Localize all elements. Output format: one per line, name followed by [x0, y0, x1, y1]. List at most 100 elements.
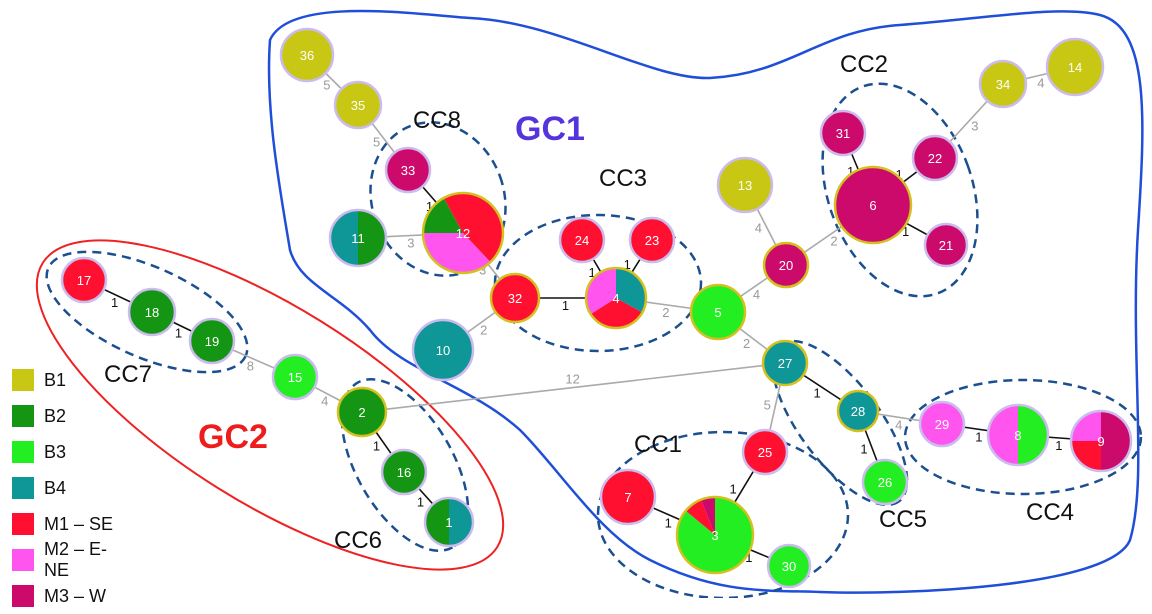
node-15-slice — [273, 355, 317, 399]
node-19[interactable]: 19 — [188, 317, 236, 365]
edge-label-27-25: 5 — [764, 398, 771, 413]
node-33[interactable]: 33 — [384, 146, 432, 194]
node-15[interactable]: 15 — [271, 353, 319, 401]
edge-label-5-20: 4 — [753, 287, 760, 302]
edge-label-24-4: 1 — [588, 265, 595, 280]
node-10[interactable]: 10 — [411, 318, 475, 382]
node-3[interactable]: 3 — [675, 495, 755, 575]
node-17[interactable]: 17 — [60, 256, 108, 304]
node-22[interactable]: 22 — [911, 134, 959, 182]
legend-item-m2: M2 – E-NE — [12, 539, 132, 580]
node-30[interactable]: 30 — [766, 543, 812, 589]
edge-label-6-21: 1 — [902, 224, 909, 239]
node-25[interactable]: 25 — [741, 428, 789, 476]
node-10-slice — [413, 320, 473, 380]
node-21[interactable]: 21 — [923, 222, 969, 268]
node-6[interactable]: 6 — [833, 165, 913, 245]
node-26-slice — [863, 460, 907, 504]
legend-item-b2: B2 — [12, 398, 132, 434]
cc-outline-cc6 — [340, 378, 470, 552]
cc-label-cc8: CC8 — [413, 107, 461, 134]
node-36-slice — [281, 29, 333, 81]
legend-item-m1: M1 – SE — [12, 506, 132, 542]
node-28-slice — [838, 391, 878, 431]
group-label-gc2: GC2 — [198, 418, 268, 456]
node-23[interactable]: 23 — [628, 216, 676, 264]
node-25-outline — [741, 428, 789, 476]
node-15-label: 15 — [288, 370, 302, 385]
node-29-slice — [920, 402, 964, 446]
group-label-gc1: GC1 — [515, 110, 585, 148]
gc1-region-outline — [267, 9, 1144, 594]
node-16[interactable]: 16 — [380, 448, 428, 496]
legend-swatch — [12, 405, 34, 427]
node-31[interactable]: 31 — [819, 109, 867, 157]
node-1[interactable]: 1 — [423, 496, 475, 548]
legend-swatch — [12, 369, 34, 391]
legend-label: B3 — [44, 441, 67, 462]
node-18[interactable]: 18 — [127, 287, 177, 337]
node-13[interactable]: 13 — [716, 156, 774, 214]
node-21-outline — [923, 222, 969, 268]
node-14[interactable]: 14 — [1045, 37, 1105, 97]
node-19-outline — [188, 317, 236, 365]
node-1-slice-1 — [425, 498, 449, 546]
node-34[interactable]: 34 — [978, 59, 1028, 109]
edge-label-4-5: 2 — [662, 305, 669, 320]
node-14-slice — [1047, 39, 1103, 95]
legend-swatch — [12, 477, 34, 499]
edge-label-28-26: 1 — [860, 441, 867, 456]
node-35-outline — [333, 80, 383, 130]
edge-27-2 — [361, 362, 786, 413]
node-28-outline — [836, 389, 880, 433]
node-9[interactable]: 9 — [1069, 409, 1133, 473]
node-29[interactable]: 29 — [918, 400, 966, 448]
node-26[interactable]: 26 — [861, 458, 909, 506]
node-36-label: 36 — [300, 48, 314, 63]
node-8-slice-0 — [1018, 405, 1048, 465]
node-13-label: 13 — [738, 178, 752, 193]
node-17-slice — [62, 258, 106, 302]
node-32[interactable]: 32 — [489, 272, 541, 324]
node-20[interactable]: 20 — [762, 241, 810, 289]
node-28[interactable]: 28 — [836, 389, 880, 433]
node-20-label: 20 — [779, 258, 793, 273]
node-17-label: 17 — [77, 273, 91, 288]
node-24[interactable]: 24 — [558, 216, 606, 264]
node-16-label: 16 — [397, 465, 411, 480]
node-8-label: 8 — [1014, 428, 1021, 443]
node-5[interactable]: 5 — [689, 283, 747, 341]
node-21-slice — [925, 224, 967, 266]
node-7-label: 7 — [624, 490, 631, 505]
node-20-slice — [764, 243, 808, 287]
node-24-label: 24 — [575, 233, 589, 248]
node-2[interactable]: 2 — [336, 386, 388, 438]
node-2-slice — [338, 388, 386, 436]
node-18-outline — [127, 287, 177, 337]
edge-label-29-8: 1 — [975, 429, 982, 444]
node-36-outline — [279, 27, 335, 83]
node-11[interactable]: 11 — [328, 208, 388, 268]
node-24-slice — [560, 218, 604, 262]
node-19-slice — [190, 319, 234, 363]
node-4[interactable]: 4 — [584, 266, 648, 330]
node-36[interactable]: 36 — [279, 27, 335, 83]
node-32-slice — [491, 274, 539, 322]
node-12-slice-1 — [423, 233, 491, 274]
node-35-slice — [335, 82, 381, 128]
node-7[interactable]: 7 — [599, 468, 657, 526]
node-6-label: 6 — [869, 198, 876, 213]
node-4-outline — [584, 266, 648, 330]
node-27[interactable]: 27 — [761, 339, 809, 387]
node-17-outline — [60, 256, 108, 304]
node-34-outline — [978, 59, 1028, 109]
node-14-outline — [1045, 37, 1105, 97]
node-8[interactable]: 8 — [986, 403, 1050, 467]
node-25-label: 25 — [758, 445, 772, 460]
node-12[interactable]: 12 — [421, 191, 505, 275]
node-35[interactable]: 35 — [333, 80, 383, 130]
edge-label-31-6: 1 — [847, 164, 854, 179]
edge-label-27-2: 12 — [565, 372, 579, 387]
